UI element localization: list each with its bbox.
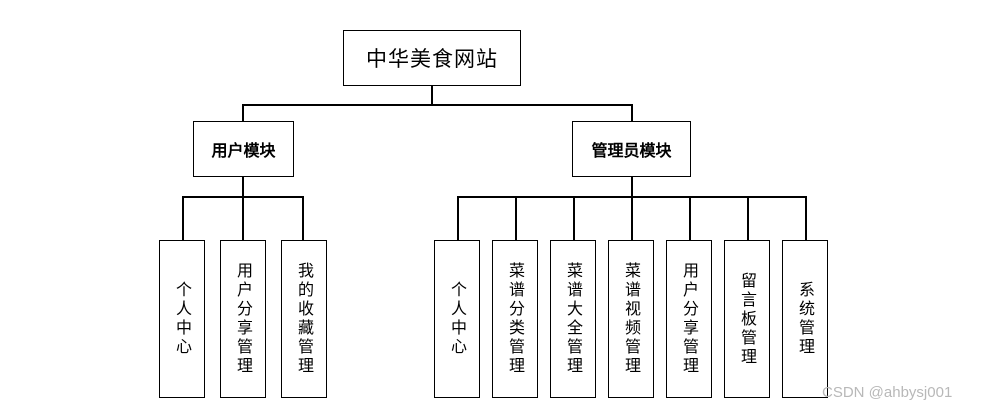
user-module-node: 用户模块 [193,121,294,177]
leaf-label: 用户分享管理 [680,262,699,376]
leaf-label: 个人中心 [173,281,192,357]
admin-leaf-recipe-collection-management: 菜谱大全管理 [550,240,596,398]
connector-root-down [431,85,433,105]
leaf-label: 我的收藏管理 [295,262,314,376]
admin-module-label: 管理员模块 [591,141,672,160]
user-leaf-share-management: 用户分享管理 [220,240,266,398]
connector-admin-child-4 [631,196,633,241]
admin-leaf-user-share-management: 用户分享管理 [666,240,712,398]
leaf-label: 用户分享管理 [234,262,253,376]
root-node: 中华美食网站 [343,30,521,86]
leaf-label: 菜谱分类管理 [506,262,525,376]
admin-module-node: 管理员模块 [572,121,691,177]
user-module-label: 用户模块 [211,141,276,160]
admin-leaf-personal-center: 个人中心 [434,240,480,398]
admin-leaf-recipe-category-management: 菜谱分类管理 [492,240,538,398]
connector-user-module-up [242,104,244,122]
leaf-label: 个人中心 [448,281,467,357]
root-node-label: 中华美食网站 [366,47,498,71]
leaf-label: 系统管理 [796,281,815,357]
connector-admin-child-3 [573,196,575,241]
connector-admin-module-down [631,176,633,197]
admin-leaf-recipe-video-management: 菜谱视频管理 [608,240,654,398]
connector-admin-child-5 [689,196,691,241]
leaf-label: 留言板管理 [738,271,757,367]
watermark-text: CSDN @ahbysj001 [822,384,953,401]
connector-user-child-3 [302,196,304,241]
connector-user-module-down [242,176,244,197]
admin-leaf-system-management: 系统管理 [782,240,828,398]
admin-leaf-message-board-management: 留言板管理 [724,240,770,398]
connector-root-horizontal [242,104,633,106]
user-leaf-favorites-management: 我的收藏管理 [281,240,327,398]
leaf-label: 菜谱视频管理 [622,262,641,376]
connector-admin-child-7 [805,196,807,241]
connector-admin-module-up [631,104,633,122]
leaf-label: 菜谱大全管理 [564,262,583,376]
user-leaf-personal-center: 个人中心 [159,240,205,398]
connector-admin-child-2 [515,196,517,241]
connector-user-child-1 [182,196,184,241]
connector-admin-child-6 [747,196,749,241]
connector-user-child-2 [242,196,244,241]
connector-admin-child-1 [457,196,459,241]
